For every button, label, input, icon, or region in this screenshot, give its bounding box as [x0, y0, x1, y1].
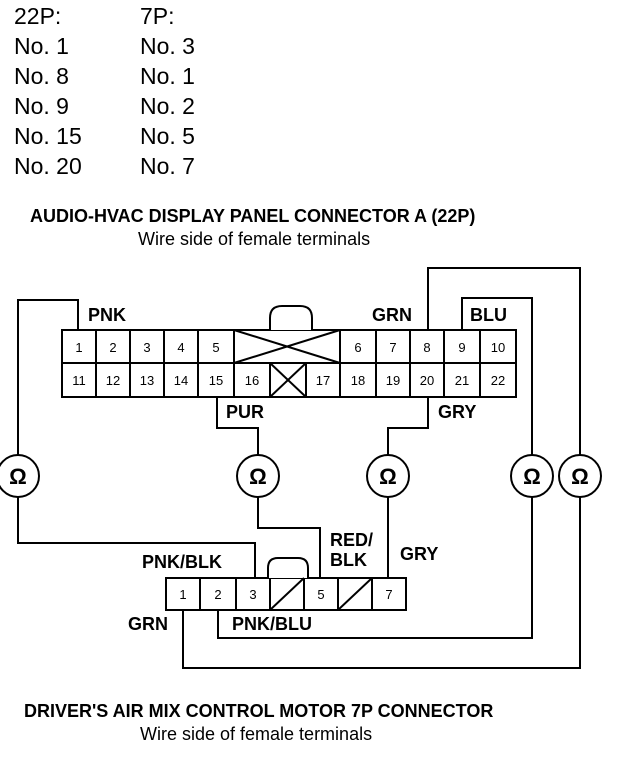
connector-a-pin: 14 [174, 373, 188, 388]
pin-table-cell: No. 1 [140, 63, 195, 89]
ohm-symbol: Ω [379, 464, 397, 489]
connector-a-pin: 4 [177, 340, 184, 355]
connector-a-lock-tab [269, 305, 313, 330]
connector-a-pin: 19 [386, 373, 400, 388]
connector-a-pin: 2 [109, 340, 116, 355]
wire-label-red-blk-line2: BLK [330, 550, 367, 570]
wire-gry [387, 397, 429, 455]
connector-b-pin: 3 [249, 587, 256, 602]
wire-pnk-blu [217, 497, 533, 639]
pin-table-cell: No. 3 [140, 33, 195, 59]
connector-a-pin: 1 [75, 340, 82, 355]
ohmmeter-icon [236, 454, 280, 498]
ohm-symbol: Ω [571, 464, 589, 489]
wire-labels: PNK GRN BLU PUR GRY PNK/BLK RED/ BLK GRY… [88, 305, 507, 634]
ohmmeter-icon [558, 454, 602, 498]
wire-label-pur: PUR [226, 402, 264, 422]
connector-a-title: AUDIO-HVAC DISPLAY PANEL CONNECTOR A (22… [30, 206, 475, 226]
wire-label-gry: GRY [438, 402, 476, 422]
wire-pnk-blk [17, 497, 256, 578]
wire-grn-bottom [182, 497, 581, 669]
connector-b [165, 557, 407, 611]
connector-a-pin: 16 [245, 373, 259, 388]
pin-table-cell: No. 20 [14, 153, 82, 179]
connector-a-pin: 3 [143, 340, 150, 355]
connector-b-pin: 2 [214, 587, 221, 602]
wire-grn [427, 267, 581, 455]
ohmmeter-icon [510, 454, 554, 498]
ohmmeters [0, 454, 602, 498]
ohmmeter-icon [366, 454, 410, 498]
connector-a-pin: 12 [106, 373, 120, 388]
wire-pnk [17, 299, 79, 455]
connector-b-pin: 7 [385, 587, 392, 602]
connector-a-pin: 6 [354, 340, 361, 355]
wire-label-gry-bottom: GRY [400, 544, 438, 564]
wire-label-pnk: PNK [88, 305, 126, 325]
ohm-symbol: Ω [523, 464, 541, 489]
pin-table-cell: No. 8 [14, 63, 69, 89]
pin-table-cell: No. 5 [140, 123, 195, 149]
connector-a-pin: 8 [423, 340, 430, 355]
connector-a-pin: 22 [491, 373, 505, 388]
wire-red-blk [257, 497, 321, 578]
pin-table: 22P: 7P: No. 1 No. 3 No. 8 No. 1 No. 9 N… [14, 3, 195, 179]
connector-b-title: DRIVER'S AIR MIX CONTROL MOTOR 7P CONNEC… [24, 701, 493, 721]
connector-a-pin: 5 [212, 340, 219, 355]
connector-b-subtitle: Wire side of female terminals [140, 724, 372, 744]
connector-a-subtitle: Wire side of female terminals [138, 229, 370, 249]
wire-label-grn: GRN [372, 305, 412, 325]
ohm-symbols: Ω Ω Ω Ω Ω [9, 464, 589, 489]
connector-b-lock-tab [267, 557, 309, 578]
connector-a-pin: 9 [458, 340, 465, 355]
connector-a-pin: 18 [351, 373, 365, 388]
connector-b-pins: 1 2 3 5 7 [179, 587, 392, 602]
connector-a-pin: 10 [491, 340, 505, 355]
ohm-symbol: Ω [9, 464, 27, 489]
pin-table-cell: No. 7 [140, 153, 195, 179]
connector-b-pin: 5 [317, 587, 324, 602]
connector-a [61, 305, 517, 398]
wire-label-red-blk-line1: RED/ [330, 530, 373, 550]
connector-a-pin: 11 [72, 373, 86, 388]
wires [17, 267, 581, 669]
connector-a-pin: 20 [420, 373, 434, 388]
ohm-symbol: Ω [249, 464, 267, 489]
connector-a-pin: 13 [140, 373, 154, 388]
pin-table-cell: No. 15 [14, 123, 82, 149]
ohmmeter-icon [0, 454, 40, 498]
connector-a-pins: 1 2 3 4 5 6 7 8 9 10 11 12 13 14 15 16 1… [72, 340, 505, 388]
wire-pur [216, 397, 259, 455]
pin-table-header-22p: 22P: [14, 3, 61, 29]
pin-table-cell: No. 2 [140, 93, 195, 119]
wire-label-blu: BLU [470, 305, 507, 325]
wire-label-pnk-blk: PNK/BLK [142, 552, 222, 572]
pin-table-cell: No. 1 [14, 33, 69, 59]
connector-b-pin: 1 [179, 587, 186, 602]
pin-table-header-7p: 7P: [140, 3, 175, 29]
wire-blu [461, 297, 533, 455]
connector-a-pin: 17 [316, 373, 330, 388]
connector-a-pin: 7 [389, 340, 396, 355]
wire-label-pnk-blu: PNK/BLU [232, 614, 312, 634]
connector-a-pin: 21 [455, 373, 469, 388]
connector-a-pin: 15 [209, 373, 223, 388]
wire-label-grn-bottom: GRN [128, 614, 168, 634]
pin-table-cell: No. 9 [14, 93, 69, 119]
